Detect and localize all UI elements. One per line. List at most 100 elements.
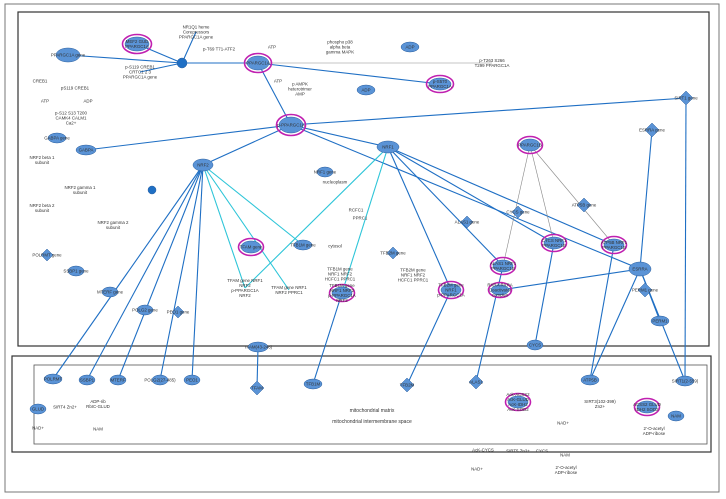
node-cycs_gene[interactable]: CYCS gene bbox=[506, 205, 530, 219]
edge-esrra_gene-to-esrra bbox=[639, 129, 653, 270]
node-tfam_gene[interactable]: TFAM gene bbox=[237, 237, 265, 257]
node-adp3[interactable]: ADP bbox=[356, 84, 376, 96]
node-perm1[interactable]: PERM1 bbox=[650, 315, 670, 327]
node-tfam[interactable]: TFAM bbox=[249, 380, 265, 396]
node-nrf1_gene[interactable]: NRF1 gene bbox=[314, 166, 337, 178]
node-sirt4[interactable]: SIRT4 Zn2+ bbox=[53, 405, 77, 410]
node-glud[interactable]: GLUD bbox=[29, 403, 47, 415]
node-sirt1_gene[interactable]: SIRT1 gene bbox=[674, 90, 698, 106]
node-polrmt_gene[interactable]: POLRMT gene bbox=[32, 248, 62, 262]
node-ppargc1a_center[interactable]: p-PPARGC1A bbox=[275, 113, 307, 137]
node-alas1_gene[interactable]: ALAS1 gene bbox=[455, 215, 480, 229]
node-tfb1m_gene[interactable]: TFB1M gene bbox=[290, 239, 316, 251]
node-label: MTERF gene bbox=[97, 290, 124, 295]
node-label: PPARGC1B bbox=[518, 143, 542, 148]
node-ssbp1[interactable]: SSBP1 bbox=[78, 374, 96, 386]
node-pprc1[interactable]: PPRC1 bbox=[353, 216, 368, 221]
node-mterf[interactable]: MTERF bbox=[109, 374, 127, 386]
node-atp5b[interactable]: ATP5B bbox=[580, 374, 600, 386]
node-hub2[interactable] bbox=[147, 185, 157, 195]
node-sirt5[interactable]: SIRT5 Zn2+ bbox=[506, 449, 530, 454]
node-nad1[interactable]: NAD+ bbox=[32, 426, 44, 431]
node-mterf_gene[interactable]: MTERF gene bbox=[97, 286, 124, 298]
highlight-ring bbox=[516, 135, 544, 155]
node-tfb1m[interactable]: TFB1M bbox=[303, 378, 323, 390]
node-rcfc1[interactable]: RCFC1 bbox=[349, 208, 364, 213]
node-sirt3[interactable]: SIRT3(102-399)Zn2+ bbox=[584, 399, 616, 409]
node-nrf2[interactable]: NRF2 bbox=[192, 158, 214, 172]
node-esrra_gene[interactable]: ESRRA gene bbox=[639, 122, 665, 138]
node-polrmt[interactable]: POLRMT bbox=[43, 373, 63, 385]
node-esrra[interactable]: ESRRA bbox=[628, 261, 652, 277]
node-nrf1[interactable]: NRF1 bbox=[376, 140, 400, 154]
node-polg2[interactable]: POLG2(27-485) bbox=[144, 374, 176, 386]
node-nad2[interactable]: NAD+ bbox=[557, 421, 569, 426]
node-ppargc1a_top[interactable]: PPARGC1A bbox=[243, 52, 273, 74]
node-atp3[interactable]: ATP bbox=[274, 79, 282, 84]
node-label: NRF1 bbox=[382, 145, 394, 150]
node-cycs_bottom[interactable]: CYCS bbox=[526, 339, 544, 351]
node-ack_cycs[interactable]: AcK-CYCS bbox=[472, 448, 494, 453]
node-shape bbox=[67, 265, 85, 277]
node-tfb2m_gene[interactable]: TFB2M gene bbox=[380, 246, 406, 260]
node-hub1[interactable] bbox=[176, 57, 188, 69]
node-tfam_46[interactable]: TFAM(43-246) bbox=[244, 341, 273, 353]
node-adp2[interactable]: ADP bbox=[400, 41, 420, 53]
node-atp2[interactable]: ATP bbox=[268, 45, 276, 50]
node-peo1_gene[interactable]: PEO1 gene bbox=[167, 305, 190, 319]
node-peo1[interactable]: PEO1 bbox=[183, 374, 201, 386]
node-nam_ell[interactable]: NAM bbox=[667, 410, 685, 422]
node-sirt1[interactable]: SIRT1(2-559) bbox=[672, 375, 699, 387]
node-gabpa[interactable]: GABPA bbox=[75, 144, 97, 156]
node-ssbp1_gene[interactable]: SSBP1 gene bbox=[63, 265, 89, 277]
edge-nrf1-to-cycs_ring bbox=[387, 146, 555, 244]
node-nucleoplasm[interactable]: nucleoplasm bbox=[323, 180, 348, 185]
node-ppargc1a_gene[interactable]: PPARGC1A gene bbox=[51, 47, 86, 63]
node-ptatf2[interactable]: p-T69 T71-ATF2 bbox=[203, 47, 236, 52]
node-polg2_gene[interactable]: POLG2 gene bbox=[132, 304, 158, 316]
node-adp1[interactable]: ADP bbox=[83, 99, 92, 104]
node-cytosol[interactable]: cytosol bbox=[328, 244, 342, 249]
node-atp1[interactable]: ATP bbox=[41, 99, 49, 104]
node-nam2[interactable]: NAM bbox=[560, 453, 570, 458]
edge-nrf2-to-polrmt bbox=[52, 164, 204, 380]
node-alas1_bottom[interactable]: ALAS1 bbox=[468, 374, 483, 390]
node-nad3[interactable]: NAD+ bbox=[471, 467, 483, 472]
node-tfb2m[interactable]: TFB2M bbox=[399, 377, 415, 393]
node-creb1[interactable]: CREB1 bbox=[33, 79, 48, 84]
node-nam1[interactable]: NAM bbox=[93, 427, 103, 432]
node-cycs_low[interactable]: CYCS bbox=[536, 449, 548, 454]
node-gabpa_gene[interactable]: GABPA gene bbox=[44, 132, 70, 144]
node-ps119creb[interactable]: pS119 CREB1 bbox=[61, 86, 90, 91]
node-ppargc1b[interactable]: PPARGC1B bbox=[516, 135, 544, 155]
node-atp5b_gene[interactable]: ATP5B gene bbox=[572, 197, 597, 213]
node-perm1_gene[interactable]: PERM1 gene bbox=[632, 282, 659, 298]
